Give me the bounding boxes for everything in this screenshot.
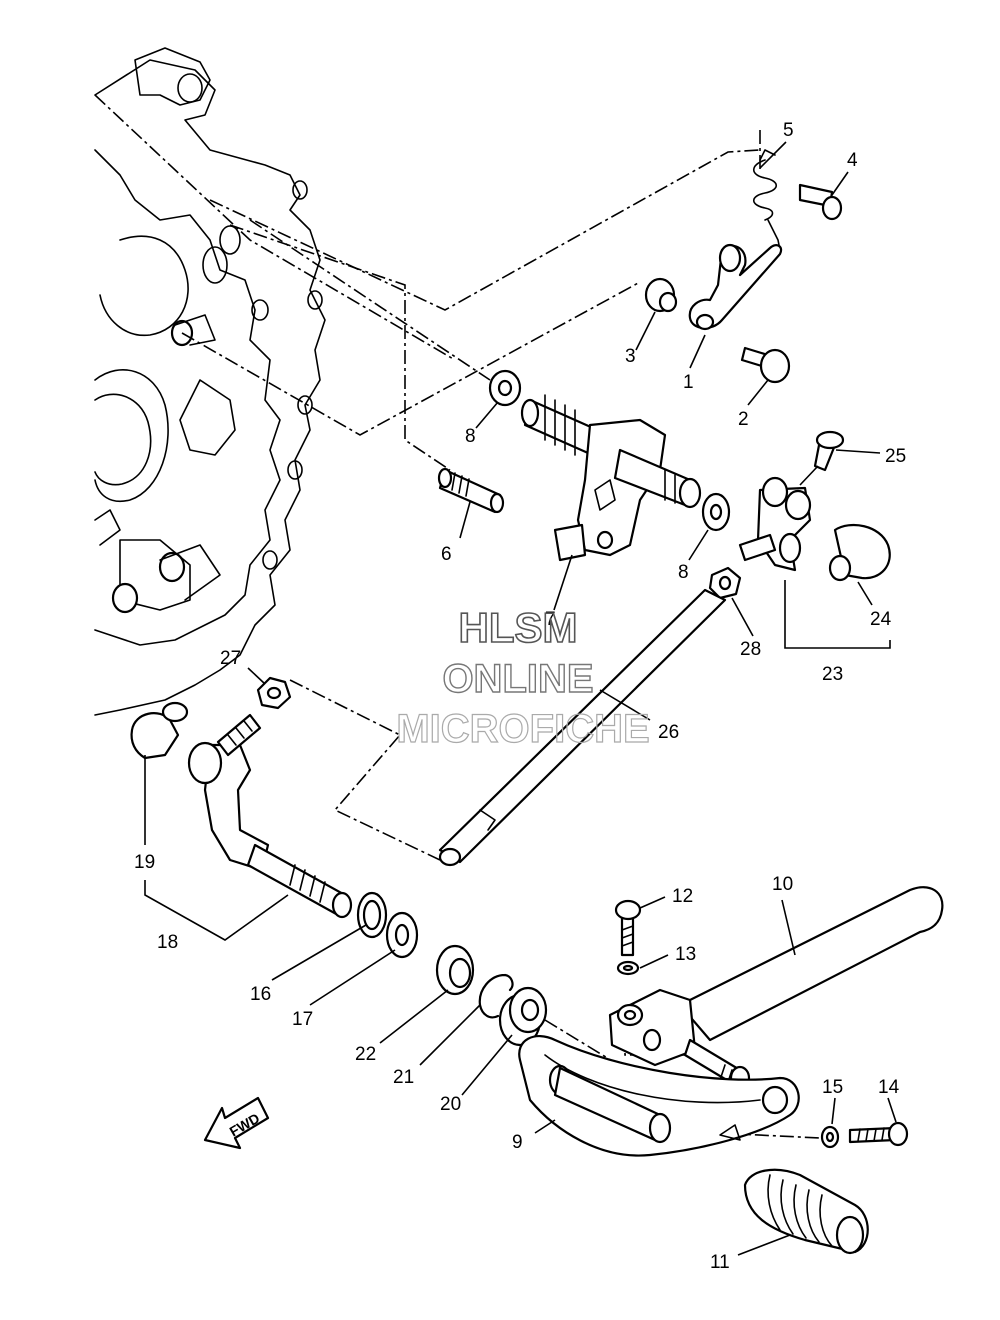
part-27-nut [256, 676, 292, 710]
part-17-washer [385, 911, 419, 959]
callout-5: 5 [783, 120, 794, 141]
callout-16: 16 [250, 984, 271, 1005]
part-5-spring [752, 149, 781, 251]
part-6-stud [437, 467, 505, 514]
callout-24: 24 [870, 609, 892, 630]
callout-22: 22 [355, 1044, 376, 1065]
part-15-washer [820, 1125, 840, 1149]
callout-6: 6 [441, 544, 452, 565]
callout-3: 3 [625, 346, 636, 367]
callout-8-upper: 8 [465, 426, 476, 447]
leader-lines [144, 141, 897, 1256]
part-22-oil-seal [435, 944, 475, 996]
part-7-shift-shaft [520, 394, 702, 562]
crankcase [94, 47, 326, 716]
callout-27: 27 [220, 648, 241, 669]
callout-2: 2 [738, 409, 749, 430]
callout-17: 17 [292, 1009, 313, 1030]
part-28-nut [708, 566, 742, 600]
callout-9: 9 [512, 1132, 523, 1153]
part-9-pedal-arm [518, 1035, 800, 1157]
part-4-pin [798, 183, 843, 221]
part-18-shift-arm [187, 713, 353, 919]
part-26-shift-rod [438, 588, 727, 867]
callout-10: 10 [772, 874, 793, 895]
callout-26: 26 [658, 722, 679, 743]
part-11-pedal-rubber [743, 1168, 869, 1255]
callout-15: 15 [822, 1077, 843, 1098]
part-20-bushing [498, 986, 548, 1047]
watermark-line-1: HLSM [459, 604, 578, 651]
part-1-stopper-lever [688, 243, 783, 331]
callout-14: 14 [878, 1077, 900, 1098]
callout-20: 20 [440, 1094, 461, 1115]
part-24-ball-joint [828, 523, 891, 582]
part-8-washer-lower [701, 492, 731, 532]
fwd-direction-arrow: FWD [203, 1096, 270, 1150]
callout-4: 4 [847, 150, 858, 171]
part-14-bolt [848, 1121, 909, 1147]
part-3-collar [644, 277, 678, 313]
part-25-bolt [813, 430, 845, 472]
callout-13: 13 [675, 944, 696, 965]
callout-1: 1 [683, 372, 694, 393]
part-10-shift-pedal [608, 886, 944, 1091]
callout-7: 7 [545, 609, 556, 630]
callout-18: 18 [157, 932, 178, 953]
alignment-lines [94, 94, 821, 1139]
part-19-joint [130, 701, 189, 760]
callout-25: 25 [885, 446, 906, 467]
part-2-bolt [740, 346, 791, 384]
callout-21: 21 [393, 1067, 414, 1088]
callout-23: 23 [822, 664, 843, 685]
part-13-washer [616, 960, 640, 976]
watermark-line-3: MICROFICHE [396, 707, 649, 751]
watermark: HLSM ONLINE MICROFICHE [396, 603, 651, 751]
callout-12: 12 [672, 886, 693, 907]
part-8-washer-upper [488, 369, 522, 407]
callout-labels: 1 2 3 4 5 6 7 8 8 9 10 11 12 13 14 15 16… [134, 120, 906, 1273]
callout-11: 11 [710, 1252, 730, 1273]
callout-19: 19 [134, 852, 155, 873]
watermark-line-2: ONLINE [442, 657, 593, 701]
callout-28: 28 [740, 639, 761, 660]
part-12-bolt [614, 899, 642, 957]
callout-8-lower: 8 [678, 562, 689, 583]
part-23-joint-assembly [738, 476, 812, 572]
part-16-circlip [356, 891, 388, 939]
